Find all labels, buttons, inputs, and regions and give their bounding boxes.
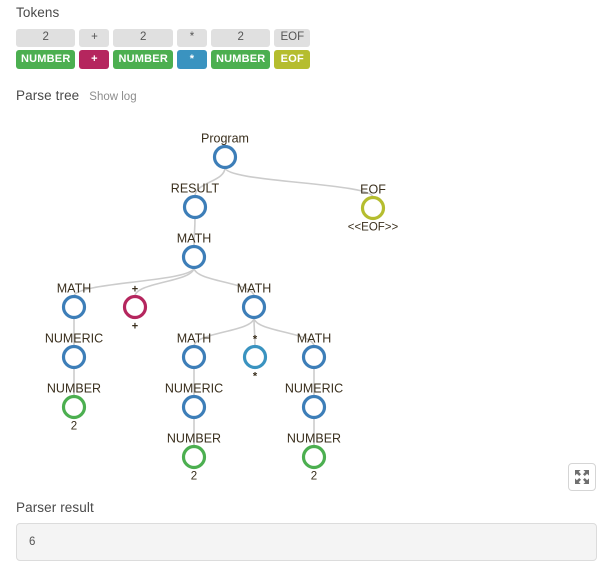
tree-node-circle[interactable]: [212, 144, 238, 170]
tree-edge: [253, 317, 256, 347]
token-5[interactable]: EOF EOF: [274, 29, 311, 69]
tree-node-label: NUMERIC: [285, 382, 343, 396]
token-value: EOF: [274, 29, 311, 47]
tree-edge: [253, 317, 315, 347]
tree-node-circle[interactable]: [360, 195, 386, 221]
tree-node-circle[interactable]: [181, 394, 207, 420]
tree-node-label: Program: [201, 132, 249, 146]
token-1[interactable]: ++: [79, 29, 110, 69]
tree-node-number-15[interactable]: NUMBER 2: [287, 432, 341, 483]
tree-node-math-10[interactable]: MATH: [297, 332, 332, 370]
tree-node-circle[interactable]: [181, 344, 207, 370]
parser-result-value: 6: [29, 536, 36, 548]
tree-edge: [224, 167, 374, 198]
parse-tree-section: Parse tree Show log: [16, 88, 137, 103]
token-value: +: [79, 29, 110, 47]
tree-node-numeric-13[interactable]: NUMERIC: [285, 382, 343, 420]
token-value: 2: [210, 29, 271, 47]
token-type: EOF: [274, 50, 311, 69]
tree-node-sublabel: 2: [191, 471, 197, 483]
tree-edge: [194, 167, 226, 197]
token-type: NUMBER: [113, 50, 173, 69]
tree-node-numeric-12[interactable]: NUMERIC: [165, 382, 223, 420]
tree-node-sublabel: 2: [71, 421, 77, 433]
tree-node-circle[interactable]: [301, 344, 327, 370]
tree-node-circle[interactable]: [301, 394, 327, 420]
tree-node-number-11[interactable]: NUMBER 2: [47, 382, 101, 433]
tree-edge: [193, 217, 196, 247]
tree-node-label: NUMERIC: [45, 332, 103, 346]
tree-node-circle[interactable]: [61, 394, 87, 420]
tree-edge: [193, 267, 255, 297]
tree-node-program-0[interactable]: Program: [201, 132, 249, 170]
parse-tree-header: Parse tree Show log: [16, 88, 137, 103]
tree-node-label: RESULT: [171, 182, 220, 196]
tree-node-math-4[interactable]: MATH: [57, 282, 92, 320]
tree-node-sublabel: <<EOF>>: [348, 222, 399, 234]
tree-node-circle[interactable]: [241, 294, 267, 320]
tree-node-circle[interactable]: [301, 444, 327, 470]
fullscreen-button[interactable]: [568, 463, 596, 491]
parser-result-title: Parser result: [16, 500, 94, 515]
tree-node-label: EOF: [360, 183, 386, 197]
tree-node-label: MATH: [57, 282, 92, 296]
token-type: NUMBER: [16, 50, 76, 69]
tree-node-circle[interactable]: [182, 194, 208, 220]
tree-node-label: MATH: [237, 282, 272, 296]
tree-node-math-3[interactable]: MATH: [177, 232, 212, 270]
tree-node-math-6[interactable]: MATH: [237, 282, 272, 320]
tree-node-label: MATH: [177, 232, 212, 246]
tree-node-circle[interactable]: [181, 244, 207, 270]
tree-node-sublabel: *: [253, 371, 258, 383]
tree-edges-layer: [73, 167, 374, 447]
fullscreen-expand-icon: [575, 470, 589, 484]
tree-node-label: +: [132, 284, 138, 296]
token-value: *: [176, 29, 207, 47]
parser-result-section: Parser result 6: [16, 500, 597, 561]
tree-node--9[interactable]: **: [242, 334, 268, 383]
tree-node-label: NUMBER: [47, 382, 101, 396]
parser-result-box: 6: [16, 523, 597, 561]
tree-node-result-1[interactable]: RESULT: [171, 182, 220, 220]
tree-node-circle[interactable]: [61, 294, 87, 320]
token-type: *: [176, 50, 207, 69]
token-value: 2: [113, 29, 173, 47]
token-3[interactable]: **: [176, 29, 207, 69]
tree-node-label: MATH: [297, 332, 332, 346]
tree-node-math-8[interactable]: MATH: [177, 332, 212, 370]
tree-node-label: NUMBER: [287, 432, 341, 446]
tree-node--5[interactable]: ++: [122, 284, 148, 333]
tree-node-label: NUMBER: [167, 432, 221, 446]
token-type: +: [79, 50, 110, 69]
tree-node-label: NUMERIC: [165, 382, 223, 396]
token-value: 2: [16, 29, 76, 47]
tree-node-eof-2[interactable]: EOF <<EOF>>: [348, 183, 399, 234]
tree-node-numeric-7[interactable]: NUMERIC: [45, 332, 103, 370]
tree-node-label: MATH: [177, 332, 212, 346]
tree-node-circle[interactable]: [61, 344, 87, 370]
parse-tree-title: Parse tree: [16, 88, 80, 103]
tree-node-number-14[interactable]: NUMBER 2: [167, 432, 221, 483]
tree-node-circle[interactable]: [181, 444, 207, 470]
show-log-link[interactable]: Show log: [89, 91, 137, 103]
tree-node-label: *: [253, 334, 258, 346]
tree-node-circle[interactable]: [242, 344, 268, 370]
token-type: NUMBER: [210, 50, 271, 69]
tree-node-circle[interactable]: [122, 294, 148, 320]
tree-edge: [134, 267, 195, 297]
tokens-title: Tokens: [16, 5, 60, 20]
tree-node-sublabel: 2: [311, 471, 317, 483]
tree-edge: [73, 267, 195, 297]
tree-node-sublabel: +: [132, 321, 138, 333]
tree-edge: [193, 317, 255, 347]
